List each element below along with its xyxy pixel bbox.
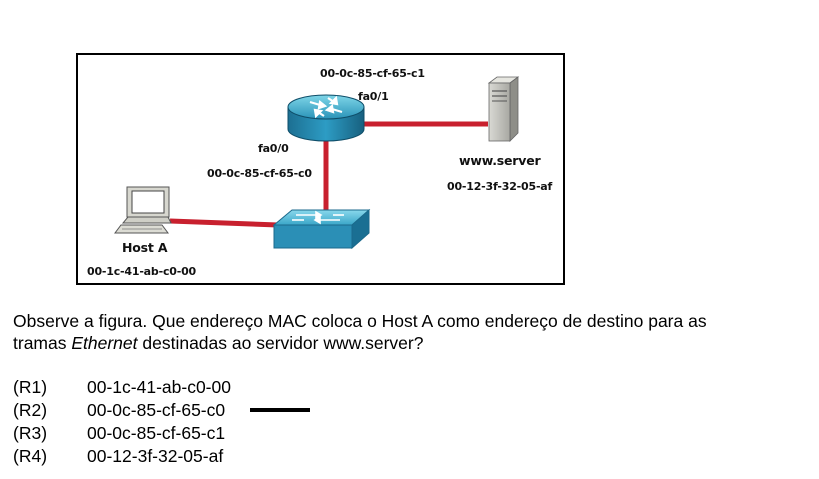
host-pc-icon <box>114 186 172 234</box>
topology-drawing <box>114 76 520 250</box>
selected-answer-mark <box>250 408 310 412</box>
host-name-label: Host A <box>122 240 168 255</box>
question-text: Observe a figura. Que endereço MAC coloc… <box>13 310 813 354</box>
question-line-2-start: tramas <box>13 333 72 353</box>
router-fa01-interface-label: fa0/1 <box>358 90 389 103</box>
answer-key: (R2) <box>13 400 48 420</box>
link-host-switch <box>169 218 279 228</box>
server-name-label: www.server <box>459 153 541 168</box>
question-line-2: tramas Ethernet destinadas ao servidor w… <box>13 332 813 354</box>
answer-value: 00-12-3f-32-05-af <box>87 446 224 466</box>
router-icon <box>287 94 365 142</box>
host-mac-label: 00-1c-41-ab-c0-00 <box>87 265 196 278</box>
answer-key: (R3) <box>13 423 48 443</box>
question-emphasis-ethernet: Ethernet <box>71 333 138 353</box>
question-line-1: Observe a figura. Que endereço MAC coloc… <box>13 311 707 331</box>
network-diagram: 00-0c-85-cf-65-c1 fa0/1 fa0/0 00-0c-85-c… <box>76 53 565 285</box>
switch-icon <box>272 208 371 250</box>
router-fa00-interface-label: fa0/0 <box>258 142 289 155</box>
answer-value: 00-0c-85-cf-65-c1 <box>87 423 226 443</box>
router-fa01-mac-label: 00-0c-85-cf-65-c1 <box>320 67 425 80</box>
server-icon <box>487 76 520 142</box>
answer-value: 00-1c-41-ab-c0-00 <box>87 377 231 397</box>
answer-key: (R4) <box>13 446 48 466</box>
server-mac-label: 00-12-3f-32-05-af <box>447 180 553 193</box>
answer-key: (R1) <box>13 377 48 397</box>
router-fa00-mac-label: 00-0c-85-cf-65-c0 <box>207 167 312 180</box>
answer-value: 00-0c-85-cf-65-c0 <box>87 400 226 420</box>
question-line-2-end: destinadas ao servidor www.server? <box>137 333 424 353</box>
